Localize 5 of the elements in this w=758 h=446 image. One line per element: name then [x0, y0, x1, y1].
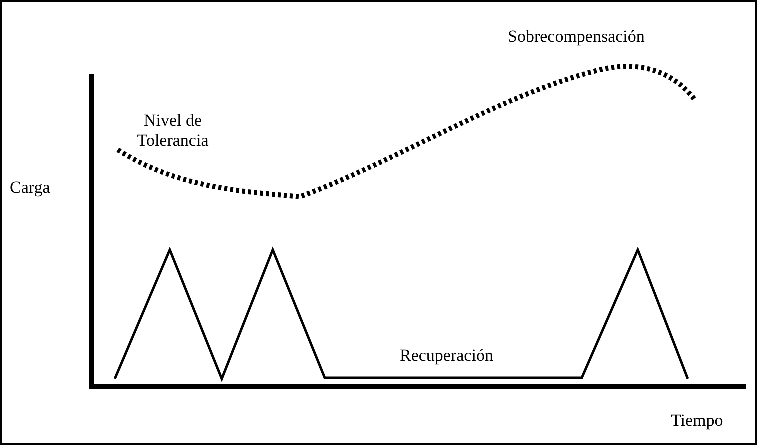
axis-label: Carga [10, 178, 50, 198]
curve-label: Nivel de Tolerancia [136, 111, 210, 151]
curve-label: Recuperación [400, 346, 494, 366]
axis-label: Tiempo [671, 411, 724, 431]
curve-label: Sobrecompensación [508, 27, 645, 47]
